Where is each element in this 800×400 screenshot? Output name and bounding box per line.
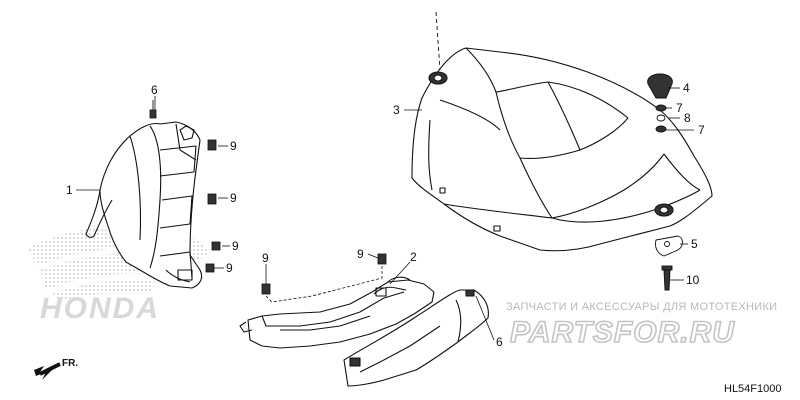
shop-logo-watermark: PARTSFOR.RU	[509, 315, 735, 350]
callout-9-b: 9	[230, 191, 237, 205]
fr-label: FR.	[62, 358, 78, 369]
lower-side-bracket	[343, 289, 489, 387]
leader-line	[435, 11, 441, 71]
callout-9-a: 9	[230, 139, 237, 153]
callout-leaders	[76, 87, 694, 341]
callout-4: 4	[683, 81, 690, 95]
front-direction-arrow: FR.	[34, 358, 78, 380]
callout-2: 2	[410, 250, 417, 264]
callout-1: 1	[66, 183, 73, 197]
part-1-side-cover	[85, 121, 203, 289]
callout-6-top: 6	[151, 83, 158, 97]
part-3-front-cover	[411, 47, 713, 252]
brand-watermark: HONDA	[40, 292, 160, 325]
callout-6-bottom: 6	[496, 335, 503, 349]
clips-9-left	[205, 139, 387, 295]
fastener-stack-4-7-8	[647, 73, 673, 133]
callout-9-e: 9	[262, 251, 269, 265]
callout-10: 10	[686, 273, 700, 287]
fastener-5-10	[655, 235, 683, 291]
callout-3: 3	[393, 103, 400, 117]
callout-9-f: 9	[357, 247, 364, 261]
callout-9-d: 9	[226, 261, 233, 275]
screw-6-top	[149, 100, 157, 119]
diagram-code: HL54F1000	[724, 383, 782, 395]
callout-5: 5	[691, 237, 698, 251]
callout-7-upper: 7	[676, 101, 683, 115]
callout-7-lower: 7	[698, 123, 705, 137]
svg-text:PARTSFOR.RU: PARTSFOR.RU	[510, 316, 735, 349]
callout-8: 8	[684, 111, 691, 125]
shop-tagline-watermark: ЗАПЧАСТИ И АКСЕССУАРЫ ДЛЯ МОТОТЕХНИКИ	[506, 301, 777, 313]
part-2-lower-panel	[239, 276, 435, 349]
callout-9-c: 9	[232, 239, 239, 253]
dashed-relation	[265, 266, 383, 303]
